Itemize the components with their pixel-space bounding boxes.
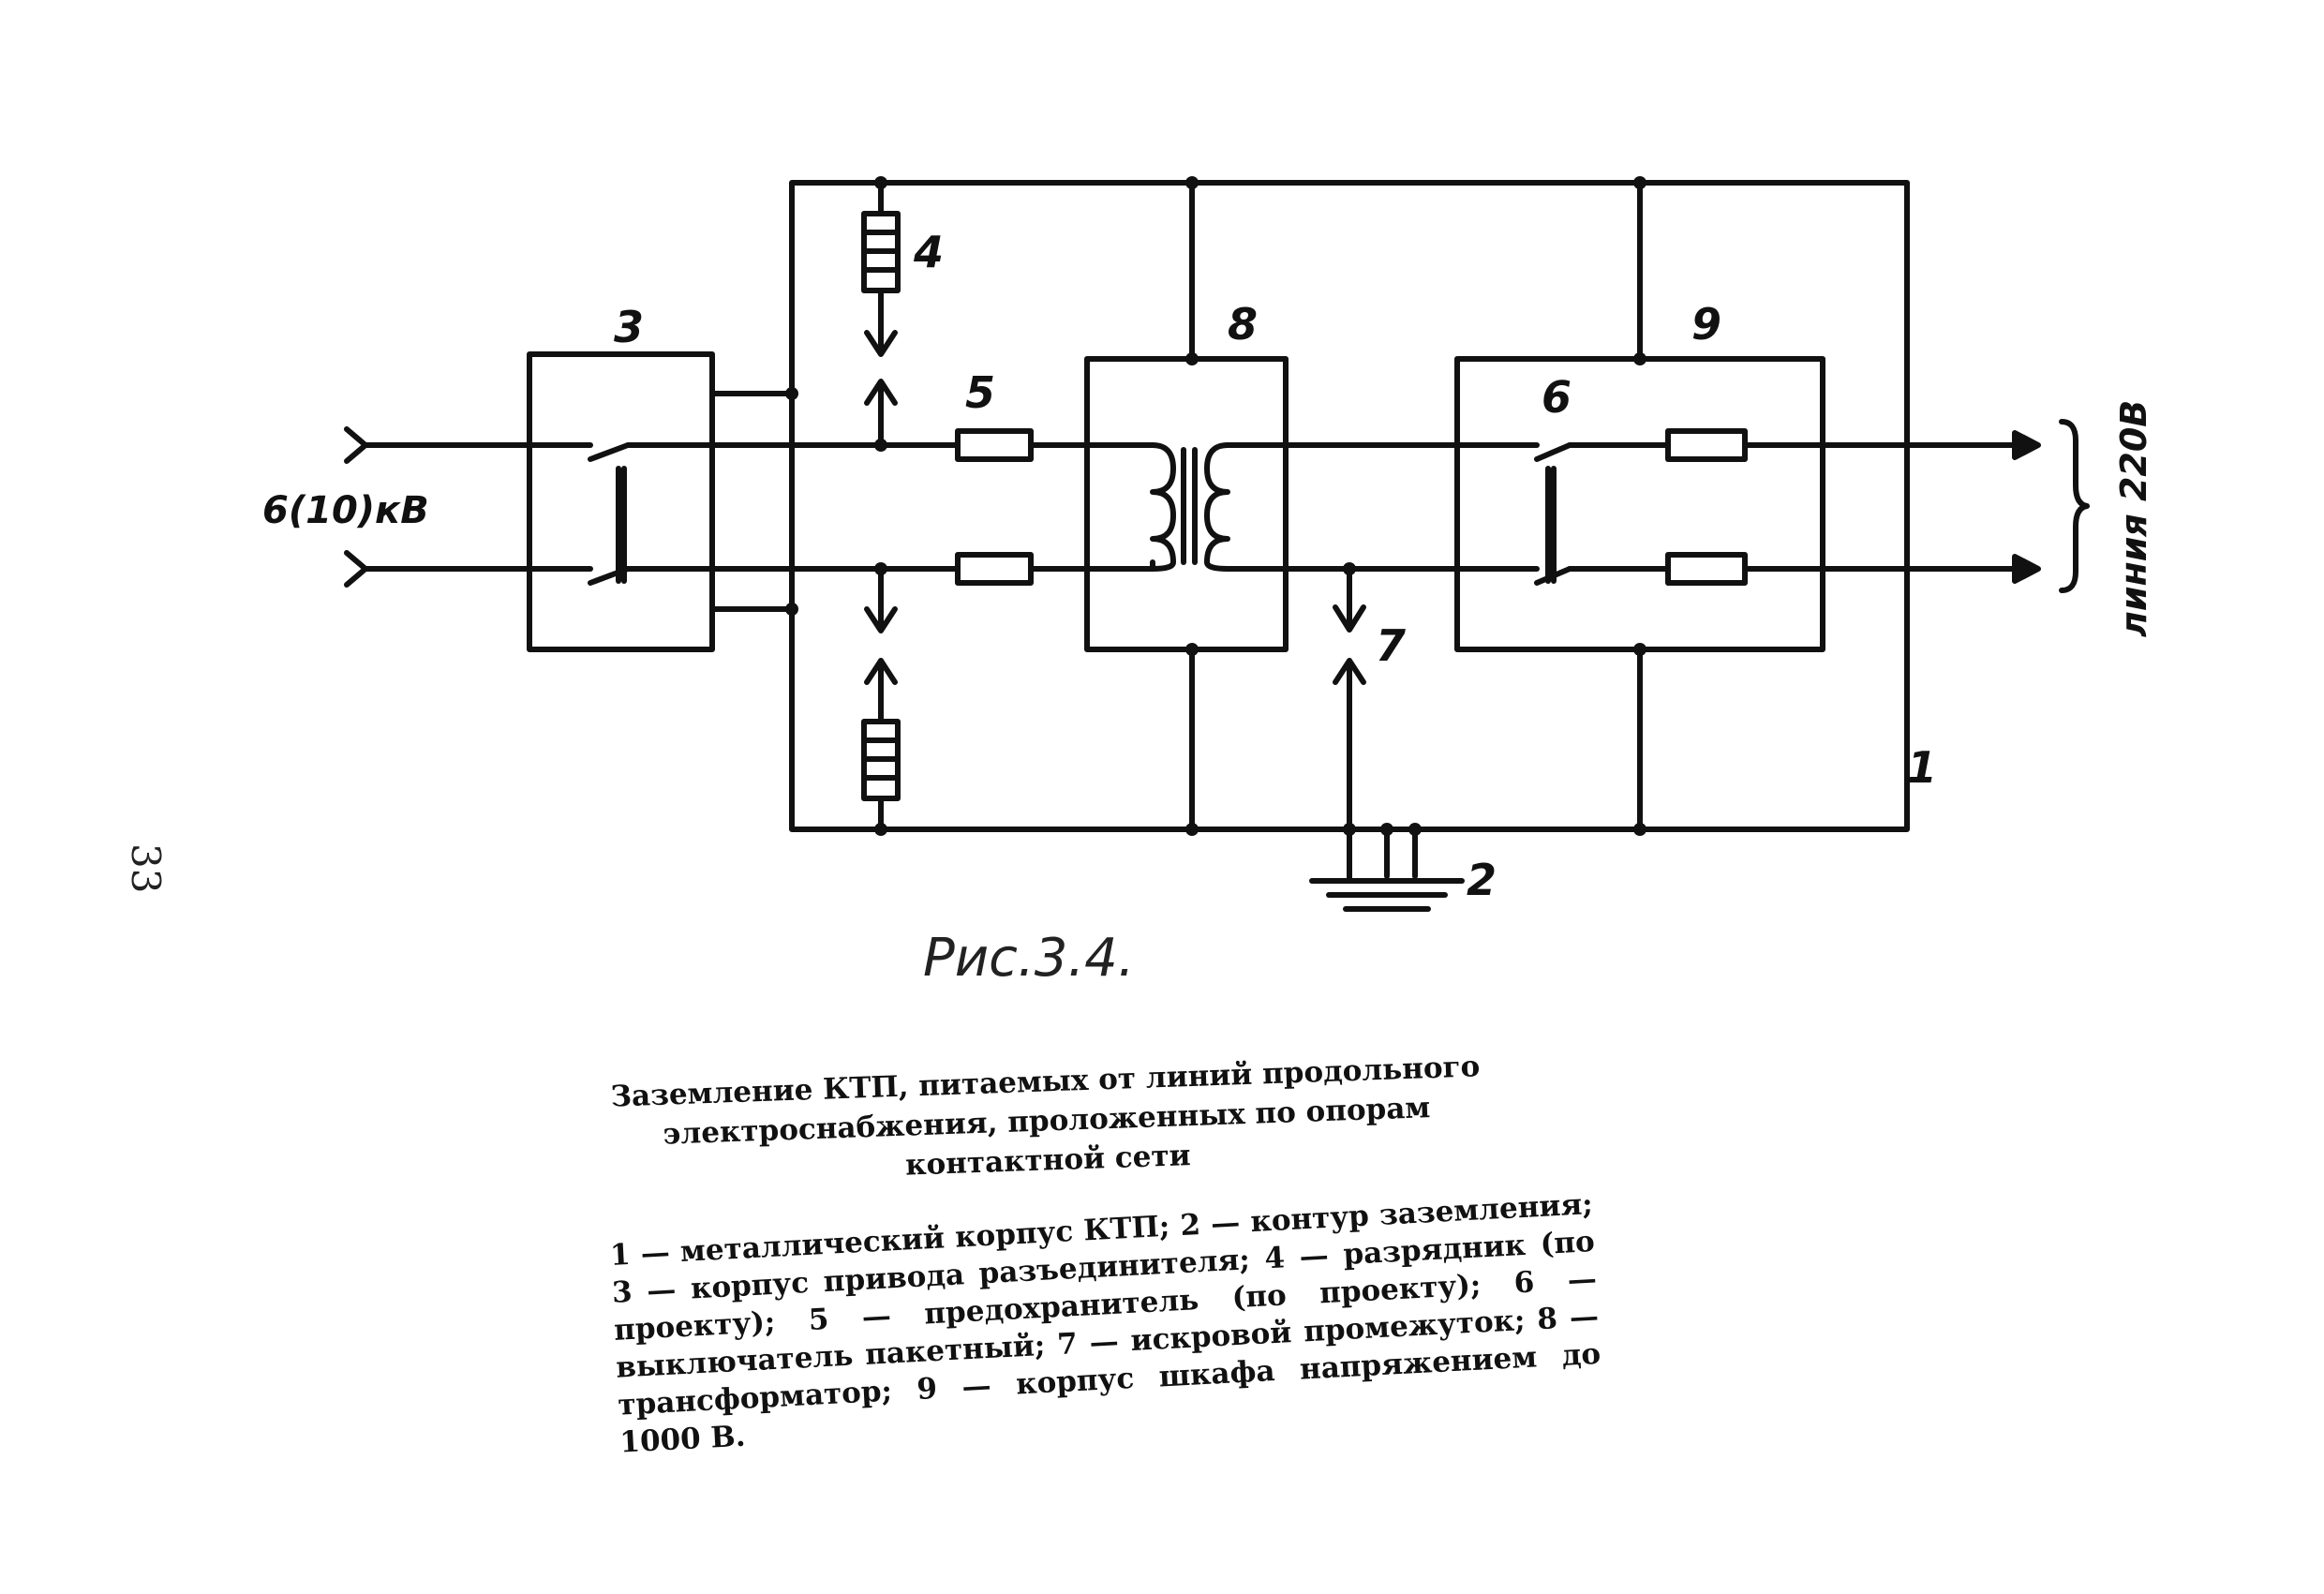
output-line-label: линия 220В <box>2113 400 2154 637</box>
fuse-top <box>955 428 1034 462</box>
page-number: 33 <box>123 843 169 894</box>
figure-label: Рис.3.4. <box>923 928 1135 989</box>
label-2: 2 <box>1467 855 1497 905</box>
label-8: 8 <box>1228 299 1258 350</box>
label-6: 6 <box>1542 372 1572 423</box>
label-7: 7 <box>1376 620 1406 671</box>
output-fuse-bottom <box>1665 552 1748 586</box>
fuse-bottom <box>955 552 1034 586</box>
label-4: 4 <box>913 227 944 277</box>
label-9: 9 <box>1691 299 1721 350</box>
disconnector-drive-body <box>527 351 715 652</box>
input-voltage-label: 6(10)кВ <box>262 489 429 532</box>
label-5: 5 <box>965 367 995 418</box>
label-3: 3 <box>614 302 644 352</box>
label-1: 1 <box>1907 742 1937 793</box>
output-fuse-top <box>1665 428 1748 462</box>
cabinet-box <box>1454 356 1825 652</box>
